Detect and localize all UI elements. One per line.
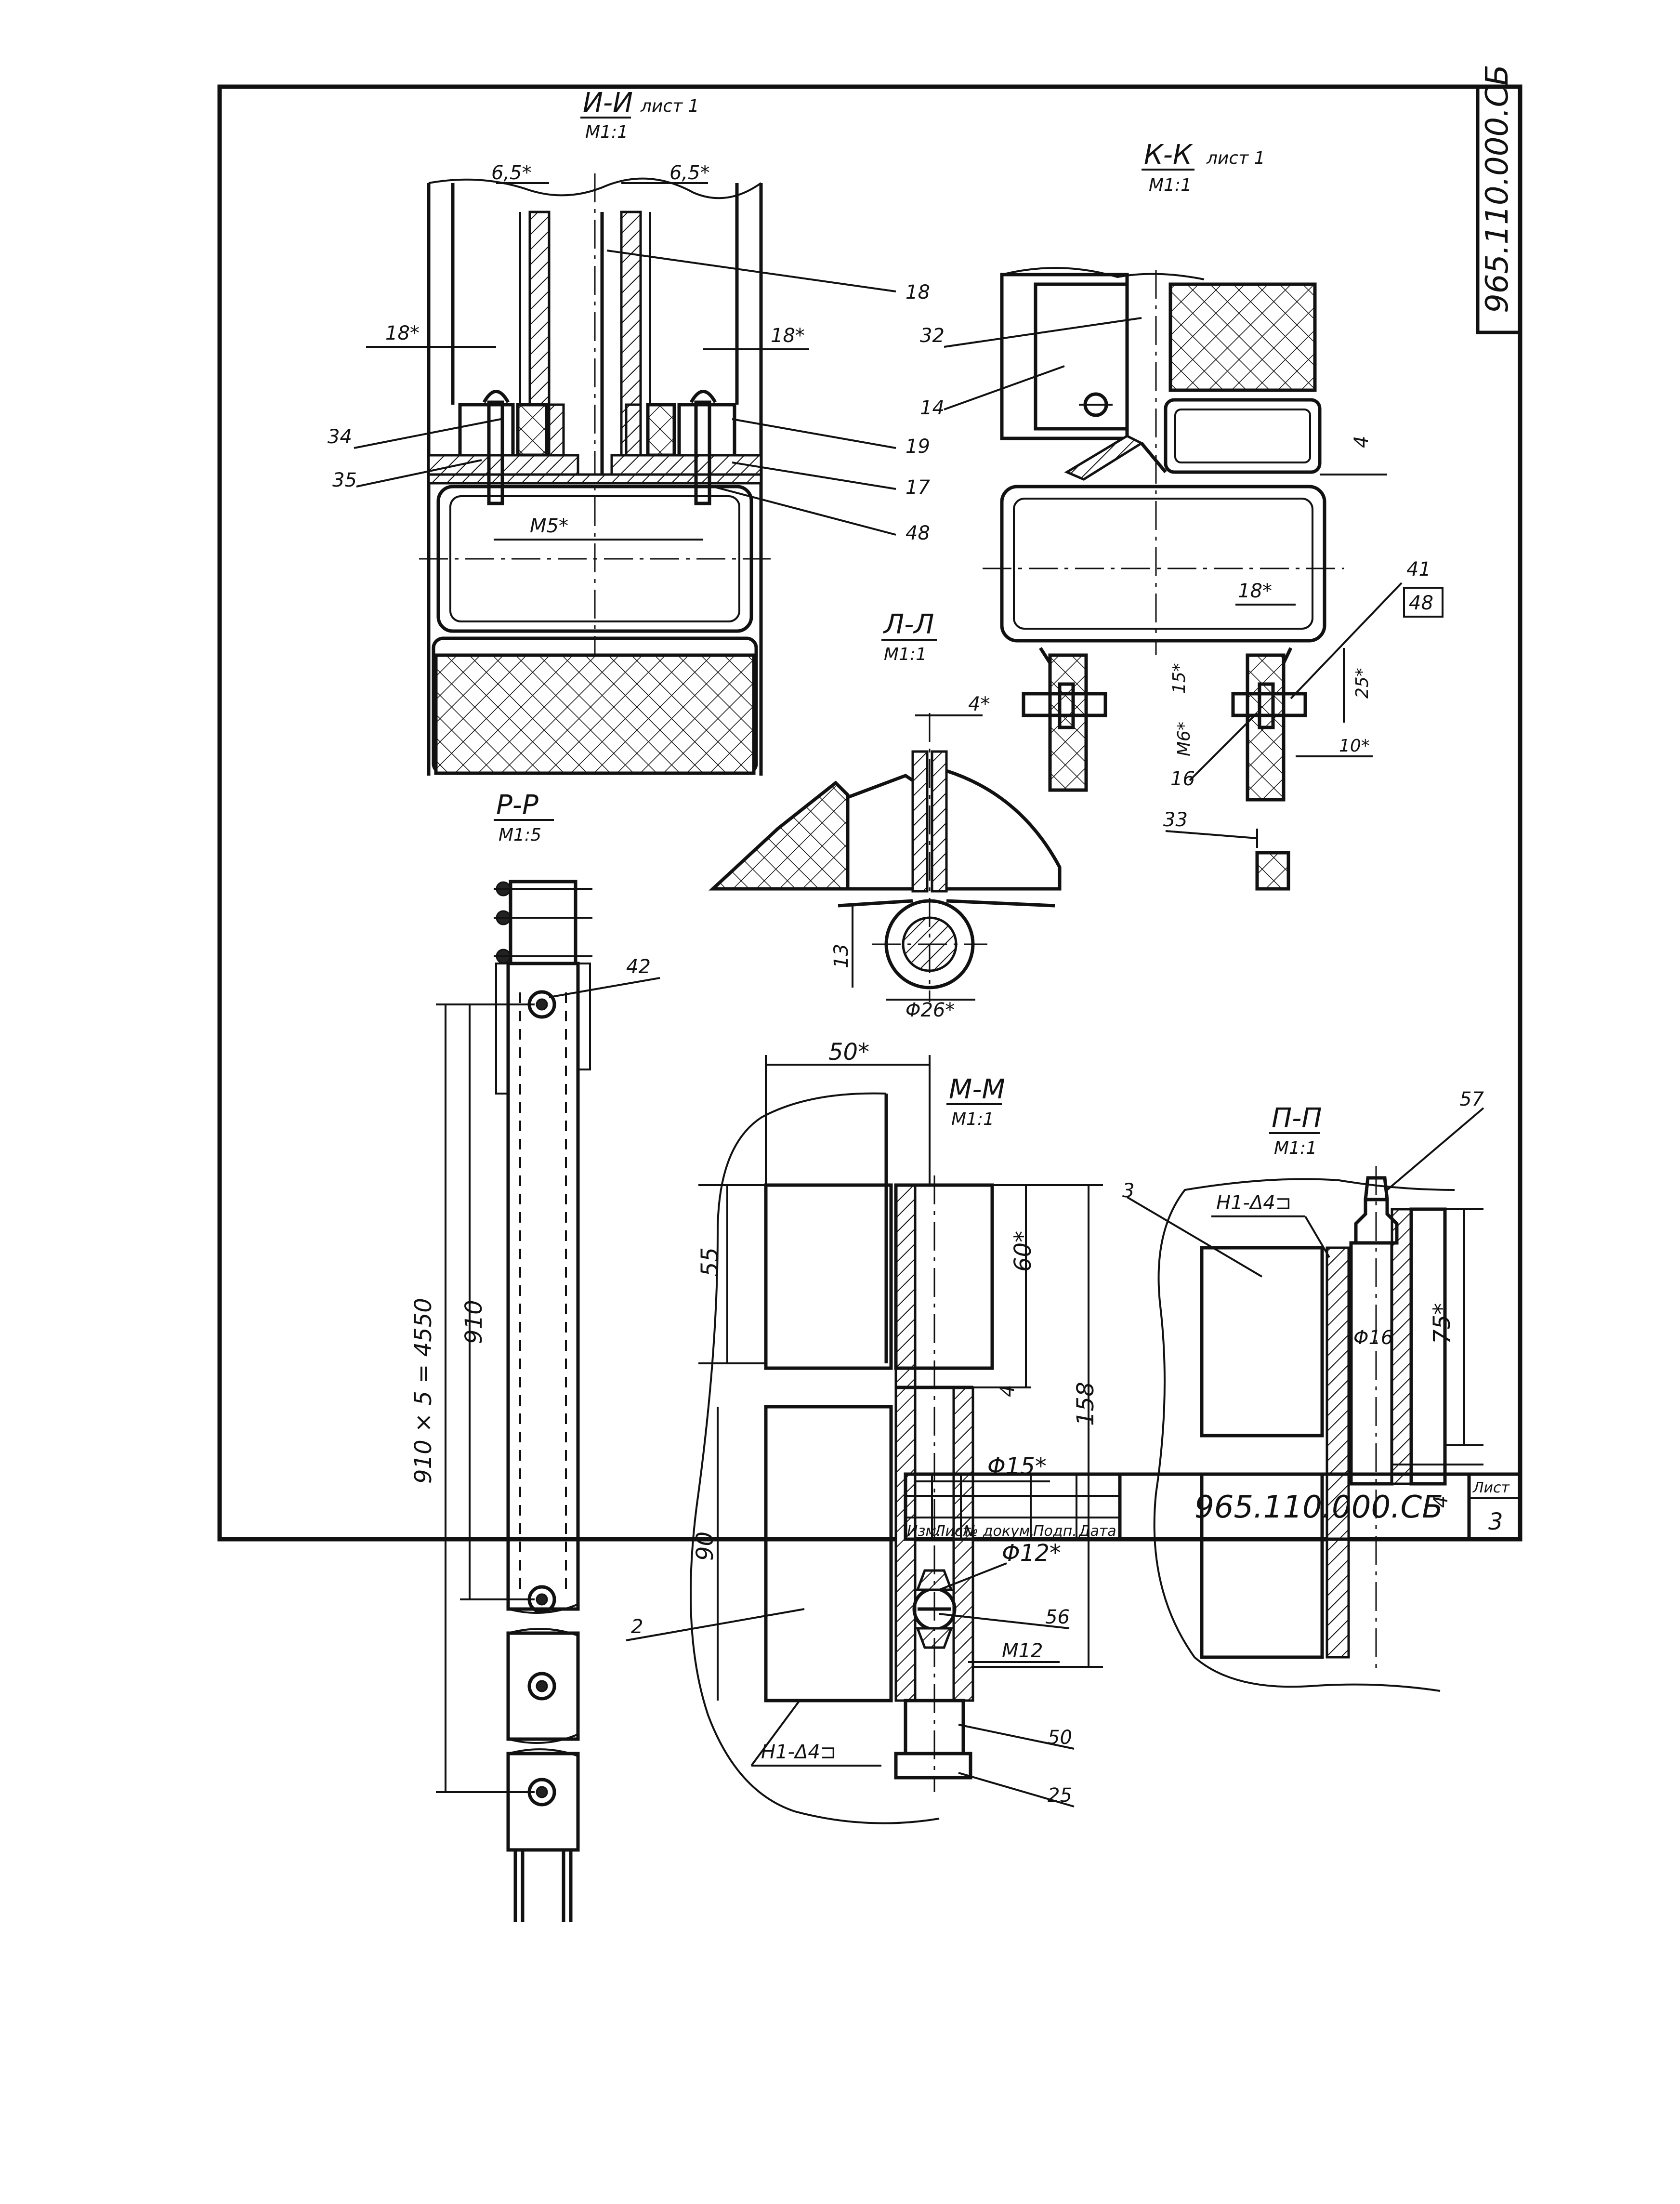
pp-callout-3: 3 xyxy=(1122,1180,1134,1202)
ii-callout-18: 18 xyxy=(906,281,930,304)
code-box-text: 965.110.000.СБ xyxy=(1480,65,1515,313)
mm-dim-60: 60* xyxy=(1010,1231,1037,1272)
section-kk-ref: лист 1 xyxy=(1206,148,1265,168)
title-block-sheet-label: Лист xyxy=(1472,1479,1510,1496)
ll-dim-phi26: Φ26* xyxy=(906,999,955,1021)
section-rr-scale: М1:5 xyxy=(499,825,541,845)
section-ll-title: Л-Л xyxy=(883,609,934,640)
section-kk-scale: М1:1 xyxy=(1149,175,1192,195)
section-ii-title: И-И xyxy=(583,87,633,119)
pp-dim-4: 4 xyxy=(1430,1496,1452,1508)
section-kk: К-К М1:1 лист 1 4 18* xyxy=(920,139,1444,891)
pp-dim-phi16: Φ16 xyxy=(1353,1327,1393,1349)
mm-callout-2: 2 xyxy=(631,1616,643,1638)
section-mm-scale: М1:1 xyxy=(951,1109,994,1129)
ii-callout-19: 19 xyxy=(906,436,930,458)
ii-callout-35: 35 xyxy=(332,469,357,491)
ii-callout-17: 17 xyxy=(906,476,930,499)
mm-dim-phi15: Φ15* xyxy=(987,1453,1047,1480)
kk-callout-16: 16 xyxy=(1170,768,1195,790)
kk-callout-32: 32 xyxy=(920,325,945,347)
ii-dim-left-18: 18* xyxy=(385,322,420,344)
section-kk-title: К-К xyxy=(1144,139,1193,171)
title-block-sheet-number: 3 xyxy=(1488,1508,1503,1535)
kk-dim-25: 25* xyxy=(1352,668,1372,699)
ii-callout-48: 48 xyxy=(906,522,930,544)
title-col-date: Дата xyxy=(1078,1523,1116,1540)
mm-callout-50: 50 xyxy=(1048,1727,1072,1749)
mm-callout-56: 56 xyxy=(1045,1606,1070,1628)
section-ii-scale: М1:1 xyxy=(585,122,628,142)
kk-dim-15: 15* xyxy=(1169,663,1189,694)
mm-dim-158: 158 xyxy=(1072,1382,1099,1426)
ii-dim-right-18: 18* xyxy=(771,325,805,347)
kk-callout-33: 33 xyxy=(1163,809,1188,831)
title-col-list: Лист xyxy=(934,1523,972,1540)
kk-dim-18: 18* xyxy=(1238,580,1272,602)
ll-dim-13: 13 xyxy=(830,944,853,968)
kk-callout-41: 41 xyxy=(1406,558,1431,581)
kk-callout-48: 48 xyxy=(1409,592,1433,614)
mm-callout-25: 25 xyxy=(1048,1784,1072,1807)
title-col-sign: Подп. xyxy=(1033,1523,1077,1540)
section-pp-title: П-П xyxy=(1272,1103,1322,1134)
section-rr: Р-Р М1:5 910 × 5 = xyxy=(410,790,660,1922)
mm-dim-50: 50* xyxy=(828,1039,869,1066)
rr-dim-total: 910 × 5 = 4550 xyxy=(410,1298,437,1484)
mm-dim-phi12: Φ12* xyxy=(1002,1540,1061,1567)
mm-dim-weld: Н1-Δ4⊐ xyxy=(761,1741,836,1763)
code-box: 965.110.000.СБ xyxy=(1476,65,1522,334)
kk-dim-m6: М6* xyxy=(1174,722,1194,756)
pp-dim-weld: Н1-Δ4⊐ xyxy=(1216,1192,1291,1214)
title-block-code: 965.110.000.СБ xyxy=(1194,1490,1443,1525)
kk-dim-10: 10* xyxy=(1339,736,1370,756)
mm-dim-55: 55 xyxy=(696,1247,723,1277)
rr-dim-910: 910 xyxy=(460,1300,487,1344)
section-rr-title: Р-Р xyxy=(496,790,538,821)
section-ii-ref: лист 1 xyxy=(640,96,699,116)
title-col-doc: № докум. xyxy=(962,1523,1035,1540)
pp-callout-57: 57 xyxy=(1459,1088,1484,1110)
title-col-izm: Изм. xyxy=(907,1523,941,1540)
title-block: Изм. Лист № докум. Подп. Дата 965.110.00… xyxy=(904,1472,1522,1541)
kk-callout-14: 14 xyxy=(920,397,945,419)
ii-dim-left-gap: 6,5* xyxy=(491,162,532,184)
section-mm: М-М М1:1 50* 55 60* 4 xyxy=(626,1039,1103,1824)
section-ii: И-И М1:1 лист 1 xyxy=(328,87,930,776)
section-pp: П-П М1:1 Н1-Δ4⊐ 75* Φ16 4 3 57 xyxy=(1122,1088,1484,1692)
pp-dim-75: 75* xyxy=(1429,1303,1456,1344)
mm-dim-m12: М12 xyxy=(1002,1640,1043,1662)
section-pp-scale: М1:1 xyxy=(1274,1138,1317,1158)
sheet-frame xyxy=(217,84,1522,1542)
ii-callout-34: 34 xyxy=(328,426,352,448)
kk-dim-4: 4 xyxy=(1351,436,1373,448)
section-ll-scale: М1:1 xyxy=(884,645,927,664)
section-mm-title: М-М xyxy=(949,1074,1005,1105)
section-ll: Л-Л М1:1 4* 13 Φ26* xyxy=(709,609,1062,1021)
ii-dim-right-gap: 6,5* xyxy=(669,162,710,184)
ll-dim-4: 4* xyxy=(968,693,990,715)
rr-callout-42: 42 xyxy=(626,956,651,978)
mm-dim-90: 90 xyxy=(692,1531,719,1561)
ii-dim-m5: М5* xyxy=(530,515,568,537)
